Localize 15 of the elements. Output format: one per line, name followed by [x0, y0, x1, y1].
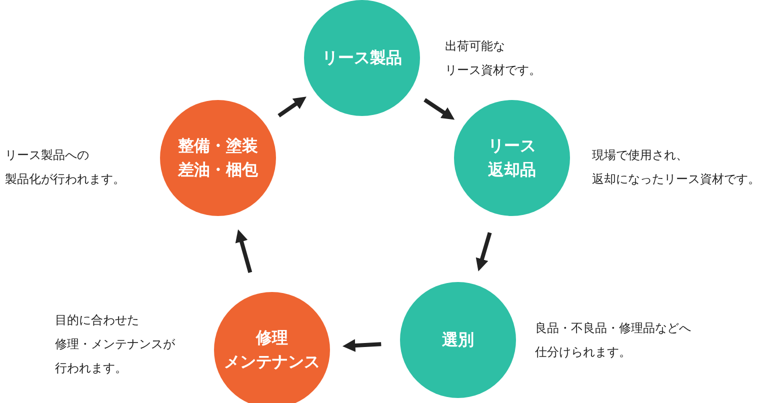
node-label: 整備・塗装差油・梱包 [178, 135, 258, 181]
arrow [235, 229, 252, 274]
node-label: 修理メンテナンス [224, 327, 320, 373]
description-text: リース製品への製品化が行われます。 [5, 147, 125, 188]
arrow [476, 232, 492, 272]
arrow [342, 339, 382, 352]
description-text: 現場で使用され、返却になったリース資材です。 [592, 147, 760, 188]
node-label: リース製品 [322, 47, 402, 69]
description-text: 出荷可能なリース資材です。 [445, 38, 541, 79]
description-text: 目的に合わせた修理・メンテナンスが行われます。 [55, 312, 175, 377]
node-label: 選別 [442, 329, 474, 351]
node-label: リース返却品 [488, 135, 536, 181]
arrow [278, 96, 306, 118]
description-text: 良品・不良品・修理品などへ仕分けられます。 [535, 320, 691, 361]
arrow [424, 98, 455, 120]
